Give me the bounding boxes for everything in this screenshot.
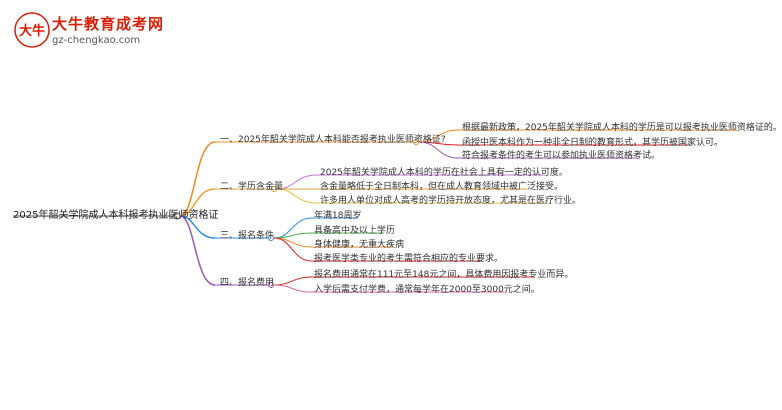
- leaf-4-2: 入学后需支付学费，通常每学年在2000至3000元之间。: [314, 285, 540, 295]
- leaf-3-4-curve: [273, 237, 313, 262]
- branch-1-curve: [179, 141, 216, 217]
- leaf-3-1: 年满18周岁: [314, 211, 362, 221]
- branch-2-curve: [179, 188, 216, 217]
- branch-1-node: [413, 139, 419, 145]
- brand-url: gz-chengkao.com: [52, 35, 141, 46]
- brand-title: 大牛教育成考网: [52, 15, 165, 33]
- branch-4-curve: [179, 215, 216, 286]
- branch-4-node: [268, 282, 274, 288]
- branch-2-node: [271, 186, 277, 192]
- leaf-1-2: 函授中医本科作为一种非全日制的教育形式，其学历被国家认可。: [462, 138, 724, 148]
- leaf-3-3: 身体健康，无重大疾病: [314, 240, 405, 250]
- root-topic: 2025年韶关学院成人本科报考执业医师资格证: [13, 210, 219, 221]
- leaf-3-2: 具备高中及以上学历: [314, 226, 396, 236]
- leaf-3-4: 报考医学类专业的考生需符合相应的专业要求。: [314, 254, 504, 264]
- leaf-4-2-curve: [273, 284, 313, 293]
- leaf-2-2: 含金量略低于全日制本科，但在成人教育领域中被广泛接受。: [320, 182, 564, 192]
- leaf-1-3-curve: [418, 141, 459, 159]
- leaf-3-2-curve: [273, 232, 313, 239]
- leaf-1-1: 根据最新政策，2025年韶关学院成人本科的学历是可以报考执业医师资格证的。: [462, 123, 782, 133]
- branch-3-label: 三、报名条件: [220, 231, 275, 241]
- branch-2-label: 二、学历含金量: [220, 182, 284, 192]
- leaf-4-1-curve: [273, 276, 313, 286]
- mindmap-connectors: [13, 129, 737, 293]
- leaf-2-3: 许多用人单位对成人高考的学历持开放态度，尤其是在医疗行业。: [320, 196, 582, 206]
- branch-3-node: [268, 235, 274, 241]
- leaf-2-3-curve: [276, 188, 318, 204]
- leaf-4-1: 报名费用通常在111元至148元之间，具体费用因报考专业而异。: [314, 270, 574, 280]
- logo-icon: 大牛: [14, 12, 50, 48]
- svg-text:大牛: 大牛: [19, 23, 45, 39]
- leaf-2-1: 2025年韶关学院成人本科的学历在社会上具有一定的认可度。: [320, 168, 568, 178]
- branch-1-label: 一、2025年韶关学院成人本科能否报考执业医师资格证?: [220, 135, 446, 145]
- leaf-1-3: 符合报考条件的考生可以参加执业医师资格考试。: [462, 151, 661, 161]
- branch-4-label: 四、报名费用: [220, 278, 275, 288]
